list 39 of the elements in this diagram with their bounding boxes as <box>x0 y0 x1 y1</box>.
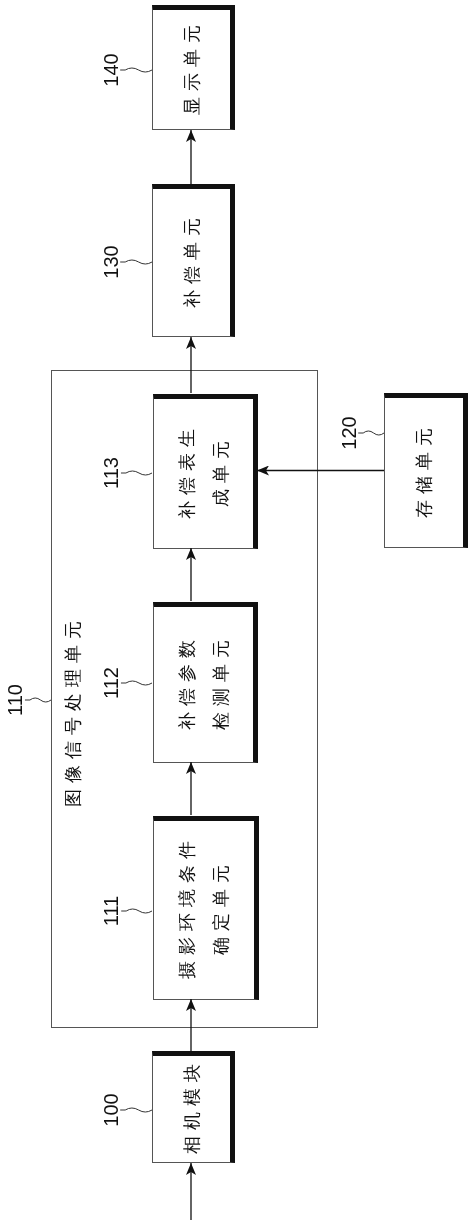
box-label: 补偿参数检测单元 <box>174 632 232 732</box>
arrow <box>186 998 196 1052</box>
arrow <box>186 129 196 185</box>
leader-line <box>119 1107 153 1113</box>
process-box <box>152 1051 235 1163</box>
arrow <box>186 547 196 602</box>
process-box <box>152 184 235 337</box>
arrow <box>186 761 196 816</box>
process-box <box>384 393 468 548</box>
leader-line <box>357 430 385 436</box>
reference-number: 140 <box>100 53 121 87</box>
process-box <box>153 602 258 763</box>
reference-number: 110 <box>4 684 25 716</box>
process-box <box>153 816 259 1000</box>
reference-number: 113 <box>100 457 121 489</box>
process-box <box>152 5 235 130</box>
box-label: 摄影环境条件确定单元 <box>175 834 232 981</box>
process-box <box>153 394 258 549</box>
box-label: 补偿表生成单元 <box>174 421 232 521</box>
box-label: 相机模块 <box>179 1057 203 1156</box>
group-box <box>51 370 318 1028</box>
reference-number: 130 <box>100 245 121 279</box>
leader-line <box>119 67 153 73</box>
reference-number: 112 <box>100 667 121 699</box>
box-label: 补偿单元 <box>179 210 203 310</box>
leader-line <box>120 908 153 914</box>
reference-number: 100 <box>100 1093 121 1127</box>
reference-number: 120 <box>338 416 359 450</box>
leader-line <box>120 680 153 686</box>
arrow <box>186 336 196 394</box>
reference-number: 111 <box>101 895 122 927</box>
leader-line <box>120 470 153 476</box>
arrow <box>186 1162 196 1221</box>
box-label: 显示单元 <box>179 17 203 117</box>
leader-line <box>119 259 153 265</box>
group-title: 图像信号处理单元 <box>61 615 84 807</box>
box-label: 存储单元 <box>412 420 435 520</box>
arrow <box>256 465 385 476</box>
leader-line <box>24 697 52 703</box>
